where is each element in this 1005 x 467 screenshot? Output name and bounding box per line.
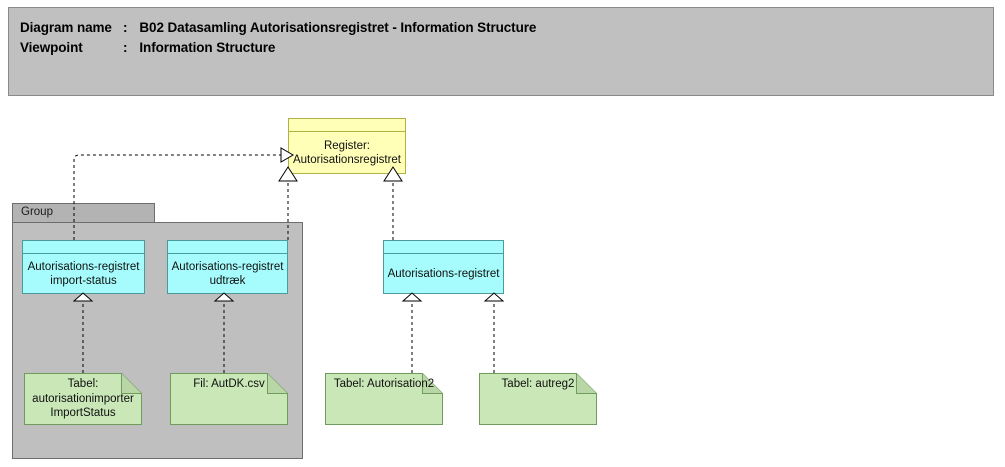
artifact-fil-autdk-csv[interactable]: Fil: AutDK.csv — [170, 373, 288, 425]
diagram-name-row: Diagram name: B02 Datasamling Autorisatio… — [20, 20, 536, 35]
data-object-header-strip — [168, 241, 287, 254]
artifact-label: Fil: AutDK.csv — [193, 378, 265, 390]
data-object-autorisationsregistret-udtraek[interactable]: Autorisations-registret udtræk — [167, 240, 288, 294]
data-object-label: Autorisations-registret — [387, 268, 500, 280]
arrowhead-autorisation2-to-autreg — [401, 292, 423, 302]
data-object-autorisationsregistret[interactable]: Autorisations-registret — [383, 240, 504, 294]
diagram-name-separator: : — [123, 20, 128, 35]
viewpoint-value: Information Structure — [139, 40, 276, 55]
artifact-label: Tabel: autreg2 — [501, 378, 575, 390]
arrowhead-autreg2-to-autreg — [483, 292, 505, 302]
artifact-shape — [170, 373, 288, 425]
artifact-shape — [24, 373, 142, 425]
viewpoint-label: Viewpoint — [20, 40, 83, 55]
group-label: Group — [21, 206, 53, 218]
diagram-name-label: Diagram name — [20, 20, 112, 35]
viewpoint-separator: : — [123, 40, 128, 55]
artifact-tabel-autreg2[interactable]: Tabel: autreg2 — [479, 373, 597, 425]
viewpoint-row: Viewpoint: Information Structure — [20, 40, 275, 55]
artifact-shape — [479, 373, 597, 425]
artifact-shape — [325, 373, 443, 425]
data-object-autorisationsregistret-import-status[interactable]: Autorisations-registret import-status — [22, 240, 145, 294]
business-object-label: Register: Autorisationsregistret — [292, 140, 402, 166]
data-object-label: Autorisations-registret import-status — [27, 261, 140, 287]
group-header-tab: Group — [12, 203, 155, 222]
artifact-label: Tabel: Autorisation2 — [333, 378, 435, 390]
business-object-register-autorisationsregistret[interactable]: Register: Autorisationsregistret — [288, 118, 406, 174]
business-object-header-strip — [289, 119, 405, 132]
diagram-header-banner: Diagram name: B02 Datasamling Autorisatio… — [8, 7, 994, 96]
data-object-header-strip — [384, 241, 503, 254]
artifact-tabel-autorisation2[interactable]: Tabel: Autorisation2 — [325, 373, 443, 425]
diagram-name-value: B02 Datasamling Autorisationsregistret -… — [139, 20, 537, 35]
data-object-label: Autorisations-registret udtræk — [171, 261, 284, 287]
data-object-header-strip — [23, 241, 144, 254]
